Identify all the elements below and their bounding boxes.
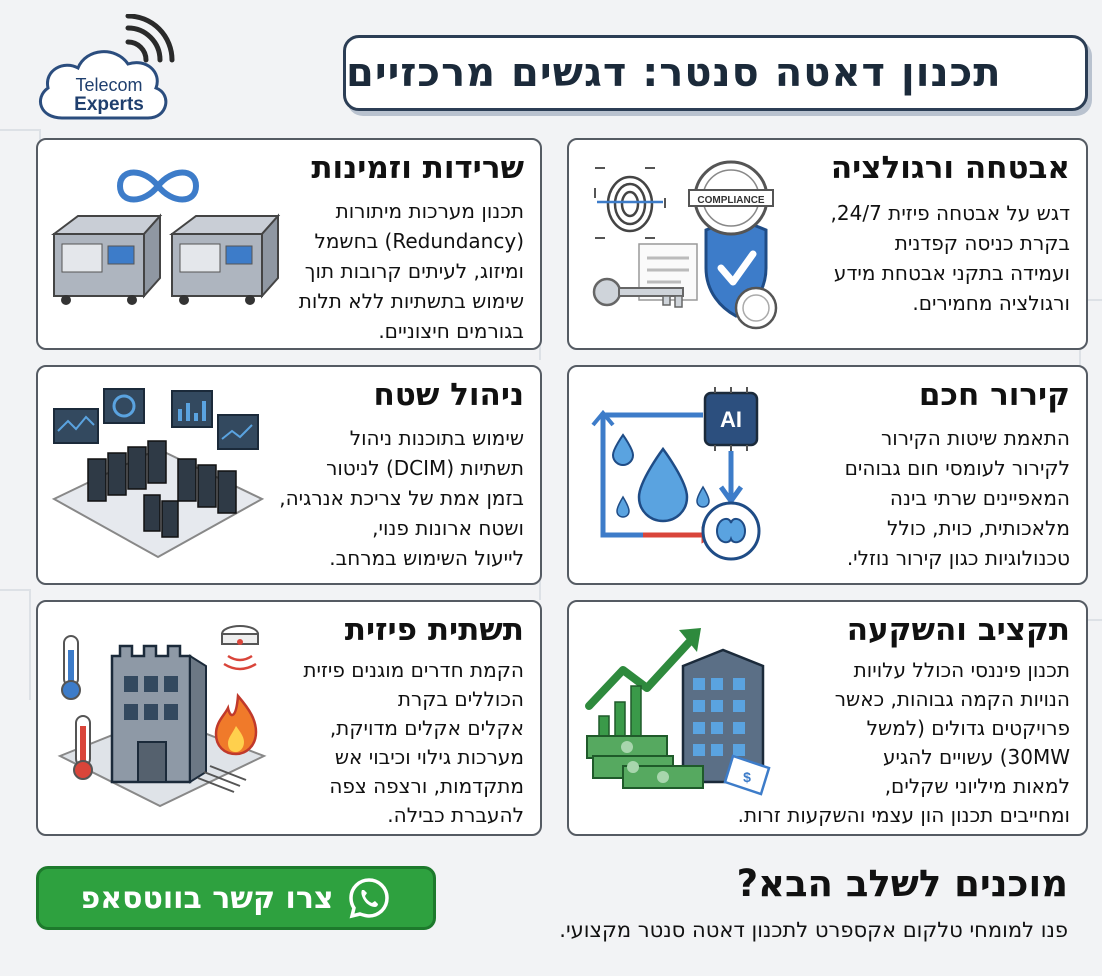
card-security-line: ועמידה בתקני אבטחת מידע [833, 261, 1070, 285]
cta-subtitle: פנו למומחי טלקום אקספרט לתכנון דאטה סנטר… [559, 918, 1068, 942]
card-budget-body: תכנון פיננסי הכולל עלויות הנויות הקמה גב… [738, 656, 1070, 830]
water-drop-icon [611, 433, 710, 523]
key-icon [592, 277, 684, 308]
title-banner: תכנון דאטה סנטר: דגשים מרכזיים [343, 35, 1088, 111]
price-tag-icon: $ [723, 754, 771, 796]
whatsapp-button-label: צרו קשר בווטסאפ [80, 880, 334, 916]
seal-badge-icon [734, 286, 778, 330]
card-physical: תשתית פיזית הקמת חדרים מוגנים פיזית הכול… [36, 600, 542, 836]
floor-grate-icon [197, 765, 247, 793]
smoke-detector-icon [221, 625, 259, 671]
compliance-stamp-icon: COMPLIANCE [688, 160, 774, 236]
brain-icon [701, 501, 761, 561]
card-security-line: ורגולציה מחמירים. [912, 291, 1070, 315]
growth-arrow-icon [585, 628, 701, 710]
card-redundancy-line: תכנון מערכות מיתורות [335, 199, 524, 223]
card-security: אבטחה ורגולציה דגש על אבטחה פיזית 24/7, … [567, 138, 1088, 350]
cta-title: מוכנים לשלב הבא? [736, 862, 1068, 905]
whatsapp-icon [349, 878, 390, 919]
card-physical-line: להעברת כבילה. [387, 803, 524, 827]
card-budget-line: ומחייבים תכנון הון עצמי והשקעות זרות. [737, 803, 1070, 827]
thermometer-icon [61, 635, 81, 700]
card-cooling-line: התאמת שיטות הקירור [881, 426, 1070, 450]
secure-building-icon [110, 644, 207, 784]
card-redundancy-line: ומיזוג, לעיתים קרובות תוך [304, 259, 524, 283]
card-budget-line: 30MW) עשויים להגיע [882, 745, 1070, 769]
card-security-line: דגש על אבטחה פיזית 24/7, [830, 201, 1070, 225]
whatsapp-contact-button[interactable]: צרו קשר בווטסאפ [36, 866, 436, 930]
card-cooling-line: לקירור לעומסי חום גבוהים [844, 456, 1070, 480]
card-space-line: שימוש בתוכנות ניהול [349, 426, 524, 450]
fire-icon [214, 692, 258, 756]
card-cooling-line: המאפיינים שרתי בינה [889, 486, 1070, 510]
card-redundancy-line: (Redundancy) בחשמל [314, 229, 524, 253]
thermometer-icon [73, 715, 93, 780]
physical-illustration [57, 625, 267, 808]
generator-icon [169, 213, 281, 305]
ai-chip-text: AI [720, 407, 742, 432]
logo-line-2: Experts [74, 94, 144, 115]
card-budget-line: פרויקטים גדולים (למשל [866, 716, 1070, 740]
card-security-body: דגש על אבטחה פיזית 24/7, בקרת כניסה קפדנ… [831, 198, 1070, 318]
card-physical-line: הקמת חדרים מוגנים פיזית [303, 658, 524, 682]
card-space-body: שימוש בתוכנות ניהול תשתיות (DCIM) לניטור… [279, 423, 524, 573]
office-building-icon [681, 648, 765, 784]
card-security-title: אבטחה ורגולציה [830, 150, 1070, 186]
card-redundancy-line: שימוש בתשתיות ללא תלות [298, 289, 524, 313]
card-budget-title: תקציב והשקעה [846, 612, 1070, 648]
card-physical-line: הכוללים בקרת [397, 687, 524, 711]
card-cooling: קירור חכם התאמת שיטות הקירור לקירור לעומ… [567, 365, 1088, 585]
card-physical-body: הקמת חדרים מוגנים פיזית הכוללים בקרת אקל… [303, 656, 524, 830]
price-tag-text: $ [743, 769, 751, 785]
server-rack-icon [87, 440, 237, 538]
infinity-icon [116, 169, 200, 203]
card-physical-title: תשתית פיזית [344, 612, 524, 648]
card-physical-line: מערכות גילוי וכיבוי אש [334, 745, 524, 769]
card-space: ניהול שטח שימוש בתוכנות ניהול תשתיות (DC… [36, 365, 542, 585]
card-budget-line: תכנון פיננסי הכולל עלויות [853, 658, 1070, 682]
card-space-line: תשתיות (DCIM) לניטור [326, 456, 524, 480]
card-redundancy-line: בגורמים חיצוניים. [378, 319, 524, 343]
telecom-experts-logo: Telecom Experts [30, 13, 180, 126]
stamp-text: COMPLIANCE [697, 195, 765, 206]
budget-illustration: $ [585, 628, 771, 796]
card-budget-line: הנויות הקמה גבוהות, כאשר [834, 687, 1070, 711]
cash-stack-icon [586, 735, 704, 789]
card-redundancy: שרידות וזמינות תכנון מערכות מיתורות (Red… [36, 138, 542, 350]
cloud-wifi-icon [38, 13, 175, 120]
redundancy-illustration [51, 169, 281, 305]
generator-icon [51, 213, 163, 305]
card-security-line: בקרת כניסה קפדנית [894, 231, 1070, 255]
card-physical-line: מתקדמות, ורצפה צפה [329, 774, 524, 798]
card-cooling-title: קירור חכם [918, 377, 1070, 413]
security-illustration: COMPLIANCE [592, 160, 778, 330]
card-cooling-line: טכנולוגיות כגון קירור נוזלי. [846, 546, 1070, 570]
card-budget-line: למאות מיליוני שקלים, [884, 774, 1070, 798]
dashboard-screen-icon [53, 388, 259, 450]
card-space-line: ושטח ארונות פנוי, [372, 516, 524, 540]
fingerprint-icon [594, 167, 666, 239]
ai-chip-icon: AI [703, 387, 759, 451]
card-space-line: לייעול השימוש במרחב. [329, 546, 524, 570]
page-title: תכנון דאטה סנטר: דגשים מרכזיים [346, 50, 1002, 96]
logo-line-1: Telecom [75, 75, 143, 95]
card-redundancy-title: שרידות וזמינות [311, 150, 524, 186]
card-budget: תקציב והשקעה תכנון פיננסי הכולל עלויות ה… [567, 600, 1088, 836]
space-illustration [51, 388, 265, 559]
card-space-line: בזמן אמת של צריכת אנרגיה, [279, 486, 524, 510]
card-physical-line: אקלים אקלים מדויקת, [329, 716, 524, 740]
card-redundancy-body: תכנון מערכות מיתורות (Redundancy) בחשמל … [299, 196, 524, 346]
card-cooling-line: מלאכותית, כוית, כולל [887, 516, 1070, 540]
logo-wordmark: Telecom Experts [54, 75, 164, 115]
card-cooling-body: התאמת שיטות הקירור לקירור לעומסי חום גבו… [845, 423, 1070, 573]
card-space-title: ניהול שטח [373, 377, 524, 413]
cooling-illustration: AI [591, 387, 761, 561]
